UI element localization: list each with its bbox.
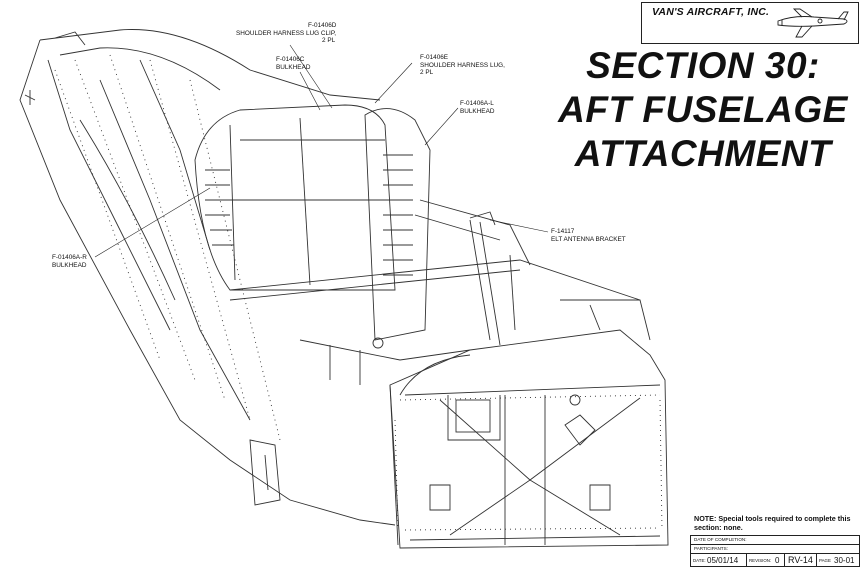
date-cell: DATE: 05/01/14	[691, 554, 747, 567]
date-label: DATE:	[693, 558, 706, 563]
callout-description: BULKHEAD	[276, 63, 311, 71]
brand-name: VAN'S AIRCRAFT, INC.	[652, 6, 770, 18]
title-line-2: AFT FUSELAGE	[558, 89, 848, 130]
callout-description: SHOULDER HARNESS LUG CLIP,	[236, 29, 337, 37]
callout-part-number: F-01406E	[420, 54, 449, 61]
title-line-3: ATTACHMENT	[574, 133, 832, 174]
page-value: 30-01	[834, 556, 855, 565]
airplane-logo-icon	[777, 8, 849, 38]
callout-description: BULKHEAD	[460, 107, 495, 115]
callout-part-number: F-01406C	[276, 56, 305, 63]
callout-quantity: 2 PL	[322, 37, 336, 45]
page-label: PAGE	[819, 558, 831, 563]
date-of-completion-row: DATE OF COMPLETION:	[691, 536, 859, 545]
title-line-1: SECTION 30:	[586, 45, 820, 86]
section-title: SECTION 30: AFT FUSELAGE ATTACHMENT	[548, 44, 858, 176]
callout-part-number: F-14117	[551, 228, 575, 235]
date-value: 05/01/14	[707, 556, 739, 565]
special-tools-note: NOTE: Special tools required to complete…	[694, 514, 854, 532]
callout-bulkhead-r: F-01406A-R BULKHEAD	[52, 254, 87, 269]
revision-label: REVISION:	[749, 558, 772, 563]
callout-bulkhead-l: F-01406A-L BULKHEAD	[460, 100, 494, 115]
callout-shoulder-harness-lug: F-01406E SHOULDER HARNESS LUG, 2 PL	[420, 54, 505, 77]
callout-description: ELT ANTENNA BRACKET	[551, 235, 626, 243]
participants-label: PARTICIPANTS:	[694, 546, 728, 551]
revision-value: 0	[775, 556, 780, 565]
callout-quantity: 2 PL	[420, 69, 434, 77]
callout-elt-antenna-bracket: F-14117 ELT ANTENNA BRACKET	[551, 228, 626, 243]
page-cell: PAGE 30-01	[817, 554, 861, 567]
revision-cell: REVISION: 0	[747, 554, 785, 567]
date-of-completion-label: DATE OF COMPLETION:	[694, 537, 747, 542]
model-cell: RV-14	[785, 554, 817, 567]
title-block: DATE OF COMPLETION: PARTICIPANTS: DATE: …	[690, 535, 860, 567]
note-text: Special tools required to complete this …	[694, 514, 851, 532]
callout-bulkhead-c: F-01406C BULKHEAD	[276, 56, 310, 71]
callout-part-number: F-01406A-R	[52, 254, 87, 261]
note-label: NOTE:	[694, 514, 717, 523]
callout-description: SHOULDER HARNESS LUG,	[420, 61, 505, 69]
title-block-bottom-row: DATE: 05/01/14 REVISION: 0 RV-14 PAGE 30…	[691, 554, 859, 567]
callout-shoulder-harness-lug-clip: F-01406D SHOULDER HARNESS LUG CLIP, 2 PL	[236, 22, 356, 45]
callout-description: BULKHEAD	[52, 261, 87, 269]
model-value: RV-14	[788, 555, 813, 565]
callout-part-number: F-01406D	[308, 22, 337, 29]
participants-row: PARTICIPANTS:	[691, 545, 859, 554]
brand-box: VAN'S AIRCRAFT, INC.	[641, 2, 859, 44]
callout-part-number: F-01406A-L	[460, 100, 494, 107]
